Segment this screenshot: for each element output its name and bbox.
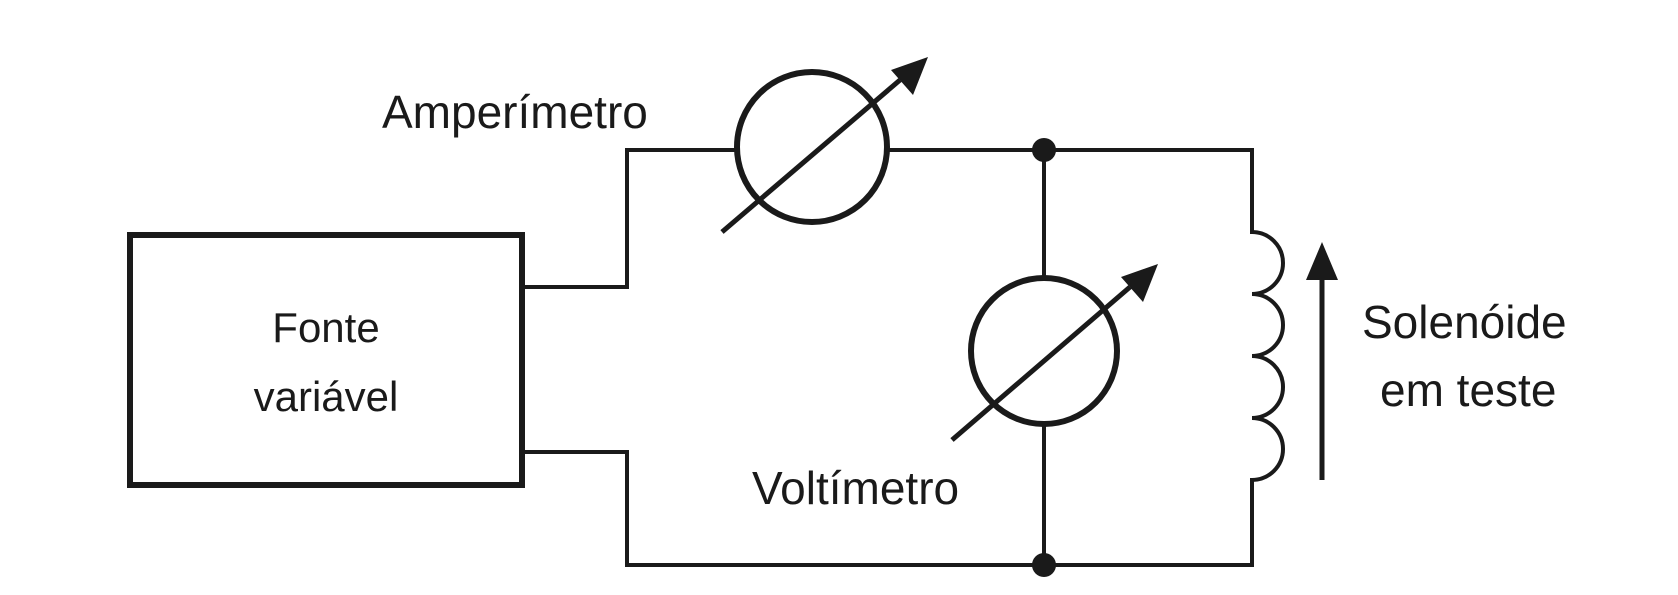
junction-node-bottom bbox=[1032, 553, 1056, 577]
wire-source-bottom-to-bottom-node bbox=[520, 450, 1046, 567]
wires bbox=[520, 148, 1254, 567]
voltmeter-circle bbox=[968, 275, 1120, 427]
variable-source: Fonte variável bbox=[127, 232, 525, 488]
solenoid-label-line1: Solenóide bbox=[1362, 296, 1567, 348]
solenoid-arrow-head bbox=[1306, 242, 1338, 280]
voltmeter-needle-arrow bbox=[950, 285, 1132, 442]
junction-node-top bbox=[1032, 138, 1056, 162]
voltmeter-arrow-head bbox=[1121, 264, 1158, 302]
wire-source-top-to-ammeter bbox=[520, 148, 740, 289]
solenoid-coil bbox=[1251, 230, 1285, 482]
ammeter-needle-arrow bbox=[720, 78, 902, 234]
solenoid: Solenóide em teste bbox=[1251, 230, 1567, 482]
ammeter-arrow-head bbox=[891, 57, 928, 95]
variable-source-box bbox=[127, 232, 525, 488]
ammeter: Amperímetro bbox=[382, 57, 928, 234]
wire-bottom-node-to-solenoid bbox=[1042, 478, 1254, 567]
wire-top-node-to-solenoid bbox=[1042, 148, 1254, 234]
solenoid-label-line2: em teste bbox=[1380, 364, 1556, 416]
variable-source-label-line2: variável bbox=[254, 373, 399, 420]
ammeter-label: Amperímetro bbox=[382, 86, 648, 138]
voltmeter-label: Voltímetro bbox=[752, 462, 959, 514]
voltmeter: Voltímetro bbox=[752, 264, 1158, 514]
variable-source-label-line1: Fonte bbox=[272, 304, 379, 351]
